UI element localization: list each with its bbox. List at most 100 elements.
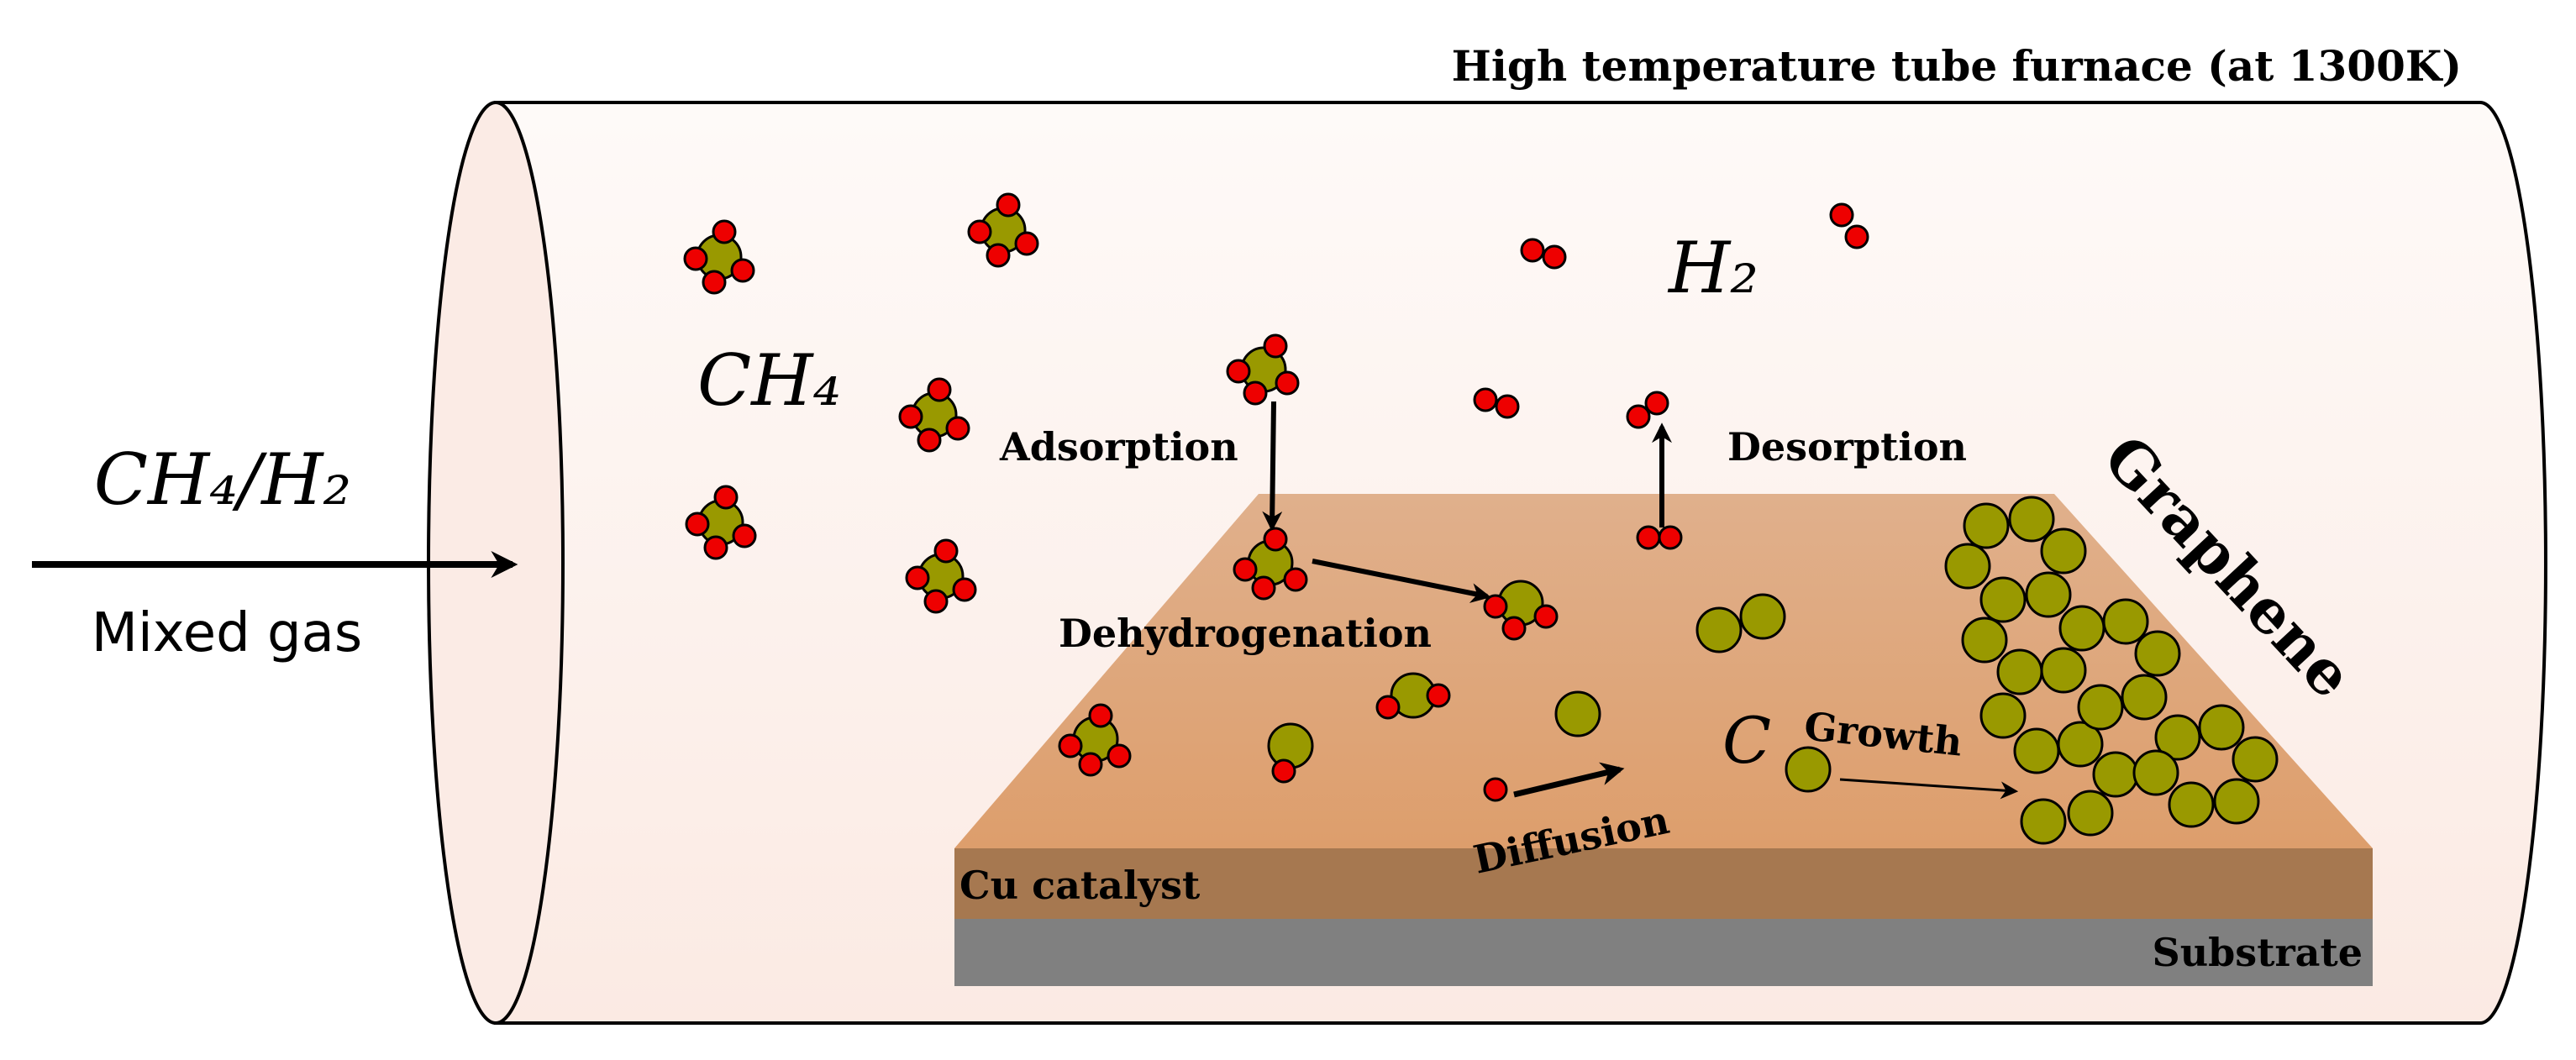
methane-molecule <box>905 538 977 614</box>
carbon-label: C <box>1722 703 1771 778</box>
hydrogen-atom <box>933 538 959 564</box>
hydrogen-atom <box>952 577 977 602</box>
graphene-carbon <box>2013 727 2060 774</box>
hydrogen-atom <box>1542 244 1567 270</box>
carbon-atom <box>1554 690 1601 737</box>
graphene-carbon <box>2232 736 2279 783</box>
hydrogen-atom <box>1495 394 1520 419</box>
hydrogen-atom <box>685 512 710 537</box>
graphene-carbon <box>2132 749 2179 796</box>
adsorption-arrow <box>1262 401 1283 532</box>
hydrogen-atom <box>1829 202 1854 228</box>
graphene-carbon <box>2040 527 2087 575</box>
graphene-carbon <box>1996 648 2043 695</box>
ch3-fragment <box>1483 580 1559 641</box>
hydrogen-label: H₂ <box>1667 227 1759 309</box>
hydrogen-molecule <box>1829 202 1869 249</box>
growth-arrow <box>1839 778 2019 800</box>
inlet-gas-formula: CH₄/H₂ <box>94 438 351 521</box>
diffusion-arrow <box>1513 762 1625 798</box>
graphene-carbon <box>2092 751 2139 798</box>
desorption-label: Desorption <box>1727 424 1967 470</box>
hydrogen-atom <box>1107 743 1132 769</box>
hydrogen-atom <box>1483 777 1508 802</box>
methane-molecule <box>685 485 757 560</box>
hydrogen-atom <box>713 485 739 510</box>
graphene-carbon <box>2134 630 2181 677</box>
hydrogen-atom <box>1636 525 1661 550</box>
hydrogen-atom <box>1014 231 1039 256</box>
hydrogen-atom <box>1251 575 1276 601</box>
hydrogen-atom <box>1533 604 1559 629</box>
hydrogen-atom <box>1078 752 1103 777</box>
inlet-gas-label: Mixed gas <box>92 602 362 664</box>
graphene-carbon <box>2057 721 2104 768</box>
hydrogen-atom <box>1271 758 1296 784</box>
hydrogen-atom <box>1473 387 1498 412</box>
hydrogen-atom <box>923 589 949 614</box>
hydrogen-atom <box>1088 703 1113 728</box>
hydrogen-atom <box>1263 333 1288 359</box>
graphene-carbon <box>1944 543 1991 590</box>
graphene-carbon <box>2121 674 2168 721</box>
graphene-carbon <box>1961 617 2008 664</box>
methane-label: CH₄ <box>697 339 841 422</box>
dehydrogenation-arrow <box>1312 559 1491 603</box>
hydrogen-atom <box>1243 380 1268 406</box>
hydrogen-atom <box>1275 370 1300 396</box>
hydrogen-atom <box>1375 695 1401 720</box>
carbon-atom-free <box>1785 746 1832 793</box>
hydrogen-atom <box>905 565 930 590</box>
hydrogen-atom <box>996 192 1021 218</box>
hydrogen-atom <box>967 219 992 244</box>
methane-molecule <box>1226 333 1300 406</box>
graphene-cluster <box>1944 496 2279 845</box>
hydrogen-atom <box>730 258 755 283</box>
graphene-carbon <box>2020 798 2067 845</box>
graphene-carbon <box>2213 778 2260 825</box>
furnace-title: High temperature tube furnace (at 1300K) <box>1452 41 2462 91</box>
hydrogen-atom <box>1501 616 1527 641</box>
hydrogen-molecule <box>1473 387 1520 419</box>
carbon-atom <box>1739 593 1786 640</box>
hydrogen-molecule <box>1636 525 1683 550</box>
graphene-carbon <box>2102 598 2149 645</box>
graphene-carbon <box>2025 571 2072 618</box>
catalyst-label: Cu catalyst <box>959 863 1201 908</box>
hydrogen-atom <box>1644 391 1669 416</box>
gas-inlet: CH₄/H₂ Mixed gas <box>32 438 518 664</box>
methane-molecule <box>1058 703 1132 777</box>
dehydrogenation-label: Dehydrogenation <box>1059 611 1432 656</box>
hydrogen-atom <box>703 535 728 560</box>
graphene-carbon <box>2077 684 2124 731</box>
graphene-carbon <box>2008 496 2055 543</box>
ch2-fragment <box>1375 672 1451 720</box>
hydrogen-atom <box>1483 594 1508 619</box>
hydrogen-atom <box>1263 527 1288 552</box>
hydrogen-atom <box>732 523 757 548</box>
carbon-atom <box>1695 606 1743 653</box>
carbon-atom <box>1785 746 1832 793</box>
hydrogen-atom <box>1426 683 1451 708</box>
graphene-carbon <box>2154 714 2201 761</box>
hydrogen-atom <box>1233 557 1258 582</box>
hydrogen-atom <box>712 219 737 244</box>
hydrogen-molecule <box>1520 238 1567 270</box>
hydrogen-atom <box>702 270 727 295</box>
graphene-carbon <box>1963 502 2010 549</box>
methane-molecule <box>683 219 755 295</box>
carbon-atom-free <box>1695 606 1743 653</box>
process-arrows <box>1262 401 2019 800</box>
hydrogen-atom <box>683 246 708 271</box>
substrate-layer <box>954 919 2373 986</box>
graphene-carbon <box>2058 605 2105 652</box>
hydrogen-atom <box>986 243 1011 268</box>
hydrogen-atom <box>945 416 970 441</box>
hydrogen-atom <box>1626 404 1651 429</box>
hydrogen-atom <box>898 404 923 429</box>
methane-molecule <box>898 377 970 453</box>
hydrogen-atom <box>1658 525 1683 550</box>
hydrogen-atom <box>1226 359 1251 384</box>
graphene-carbon <box>2040 647 2087 694</box>
